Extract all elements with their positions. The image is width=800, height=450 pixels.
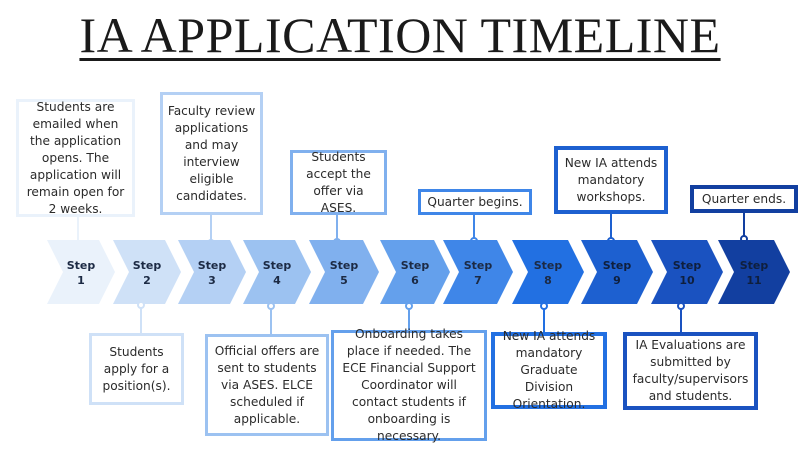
step-6-chevron: Step 6	[380, 240, 450, 304]
step-9-chevron: Step 9	[581, 240, 653, 304]
step-1-chevron: Step 1	[47, 240, 115, 304]
note-step-5: Students accept the offer via ASES.	[290, 150, 387, 215]
step-7-number: 7	[474, 274, 482, 287]
connector-step-4	[270, 306, 272, 334]
note-step-8: New IA attends mandatory Graduate Divisi…	[491, 329, 607, 411]
note-step-2: Students apply for a position(s).	[89, 333, 184, 405]
note-step-3: Faculty review applications and may inte…	[160, 92, 263, 215]
note-step-10: IA Evaluations are submitted by faculty/…	[623, 332, 758, 410]
connector-step-10	[680, 306, 682, 332]
step-10-chevron: Step 10	[651, 240, 723, 304]
step-11-number: 11	[746, 274, 762, 287]
page-title: IA APPLICATION TIMELINE	[79, 7, 721, 63]
connector-dot-step-8	[540, 302, 548, 310]
note-step-4: Official offers are sent to students via…	[205, 334, 329, 436]
step-7-chevron: Step 7	[443, 240, 513, 304]
connector-step-8	[543, 306, 545, 332]
step-2-number: 2	[143, 274, 151, 287]
connector-step-2	[140, 305, 142, 333]
step-9-number: 9	[613, 274, 621, 287]
step-4-number: 4	[273, 274, 281, 287]
step-8-number: 8	[544, 274, 552, 287]
connector-step-9	[610, 214, 612, 242]
step-5-number: 5	[340, 274, 348, 287]
step-7-label: Step	[463, 259, 493, 272]
step-10-label: Step	[672, 259, 702, 272]
connector-dot-step-10	[677, 302, 685, 310]
connector-dot-step-2	[137, 301, 145, 309]
step-8-label: Step	[533, 259, 563, 272]
step-3-chevron: Step 3	[178, 240, 246, 304]
step-4-label: Step	[262, 259, 292, 272]
step-3-label: Step	[197, 259, 227, 272]
step-4-chevron: Step 4	[243, 240, 311, 304]
note-step-11: Quarter ends.	[690, 185, 798, 213]
connector-dot-step-6	[405, 302, 413, 310]
step-6-number: 6	[411, 274, 419, 287]
note-step-9: New IA attends mandatory workshops.	[554, 146, 668, 214]
note-step-1: Students are emailed when the applicatio…	[16, 99, 135, 217]
step-11-label: Step	[739, 259, 769, 272]
connector-dot-step-4	[267, 302, 275, 310]
connector-step-5	[336, 215, 338, 243]
step-2-chevron: Step 2	[113, 240, 181, 304]
note-step-7: Quarter begins.	[418, 189, 532, 215]
step-5-label: Step	[329, 259, 359, 272]
step-9-label: Step	[602, 259, 632, 272]
step-8-chevron: Step 8	[512, 240, 584, 304]
note-step-6: Onboarding takes place if needed. The EC…	[331, 327, 487, 443]
step-1-label: Step	[66, 259, 96, 272]
step-11-chevron: Step 11	[718, 240, 790, 304]
connector-step-1	[77, 217, 79, 245]
connector-step-3	[210, 215, 212, 243]
connector-step-11	[743, 213, 745, 239]
step-5-chevron: Step 5	[309, 240, 379, 304]
step-3-number: 3	[208, 274, 216, 287]
step-6-label: Step	[400, 259, 430, 272]
step-2-label: Step	[132, 259, 162, 272]
connector-step-7	[473, 215, 475, 243]
step-10-number: 10	[679, 274, 695, 287]
step-1-number: 1	[77, 274, 85, 287]
connector-step-6	[408, 306, 410, 330]
